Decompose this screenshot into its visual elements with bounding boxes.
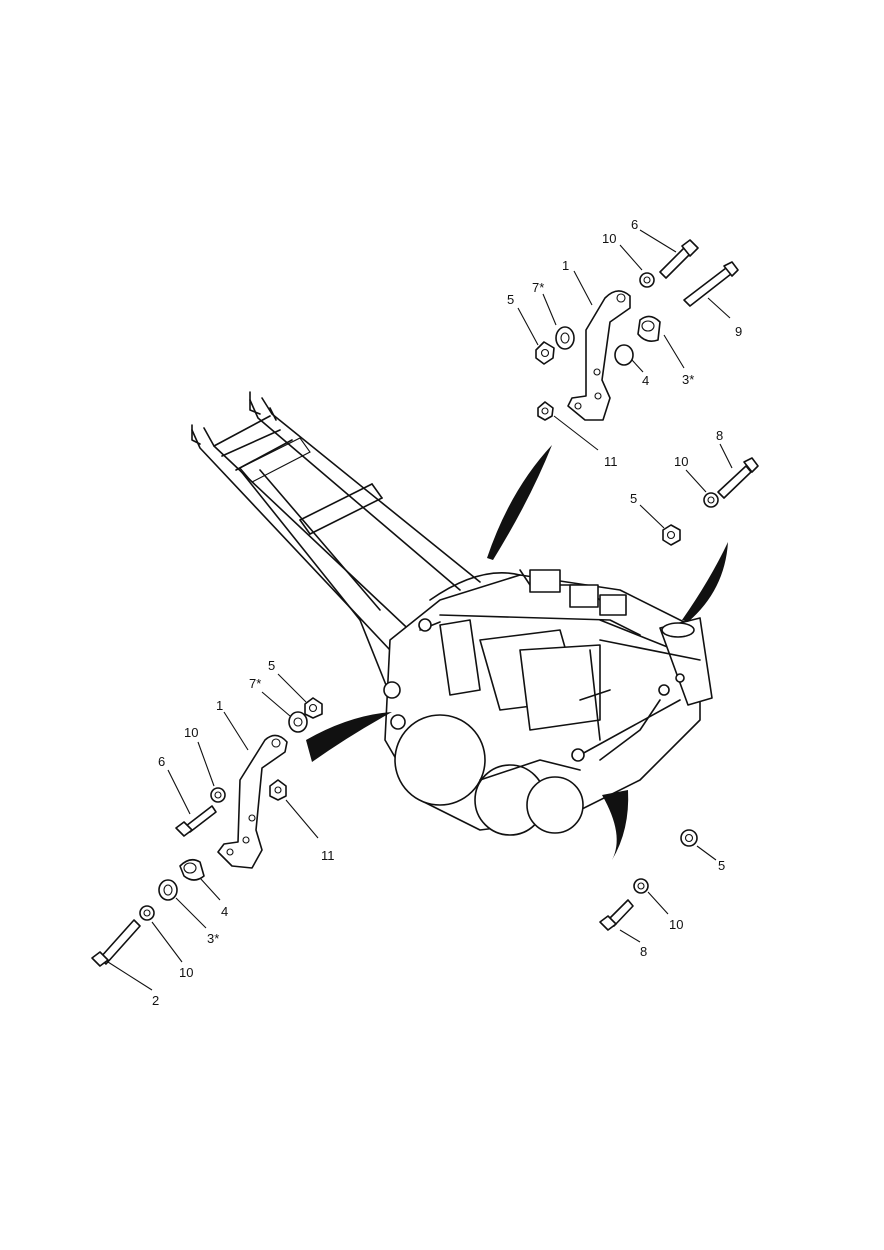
callout-bot-11: 11 bbox=[321, 848, 335, 863]
callout-top-1: 1 bbox=[562, 258, 569, 273]
engine-block bbox=[383, 569, 713, 836]
callout-top-4: 4 bbox=[642, 373, 649, 388]
callout-bot-10a: 10 bbox=[184, 725, 198, 740]
assembly-pointer-arrows bbox=[306, 445, 728, 860]
callout-top-10b: 10 bbox=[674, 454, 688, 469]
callout-top-8: 8 bbox=[716, 428, 723, 443]
callout-bot-4: 4 bbox=[221, 904, 228, 919]
top-bracket-assembly bbox=[535, 239, 759, 546]
callout-labels: 1 7* 5 10 6 9 4 3* 11 8 10 5 5 7* 1 10 6… bbox=[152, 217, 742, 1008]
callout-top-11: 11 bbox=[604, 454, 618, 469]
callout-bot-5b: 5 bbox=[718, 858, 725, 873]
callout-bot-5a: 5 bbox=[268, 658, 275, 673]
callout-bot-3: 3* bbox=[207, 931, 219, 946]
callout-bot-1: 1 bbox=[216, 698, 223, 713]
callout-top-9: 9 bbox=[735, 324, 742, 339]
callout-top-7: 7* bbox=[532, 280, 544, 295]
frame-rails bbox=[191, 391, 481, 691]
bottom-bracket-assembly bbox=[91, 697, 698, 967]
callout-top-5a: 5 bbox=[507, 292, 514, 307]
callout-bot-7: 7* bbox=[249, 676, 261, 691]
leader-lines bbox=[107, 229, 733, 991]
callout-bot-6: 6 bbox=[158, 754, 165, 769]
callout-top-5b: 5 bbox=[630, 491, 637, 506]
callout-bot-8: 8 bbox=[640, 944, 647, 959]
callout-bot-2: 2 bbox=[152, 993, 159, 1008]
callout-bot-10b: 10 bbox=[179, 965, 193, 980]
callout-bot-10c: 10 bbox=[669, 917, 683, 932]
callout-top-6: 6 bbox=[631, 217, 638, 232]
callout-top-3: 3* bbox=[682, 372, 694, 387]
callout-top-10a: 10 bbox=[602, 231, 616, 246]
